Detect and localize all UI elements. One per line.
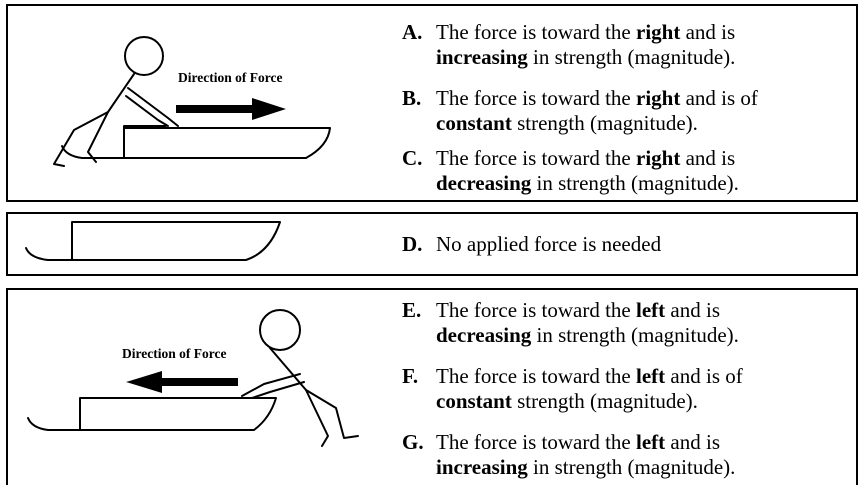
sled-left [27,397,277,431]
person-leg-right [53,111,109,167]
person-body-right [87,73,135,163]
person-head-left [259,309,301,351]
sled-runner-right [61,145,125,159]
sled-right [123,125,331,159]
sled-pushed-left-figure [27,309,359,447]
person-leg-left [305,389,359,439]
panel-no-force: D. No applied force is needed [6,212,858,276]
option-g-letter: G. [402,430,424,454]
panel-force-left: Direction of Force E. The force is towar… [6,288,858,485]
option-d-letter: D. [402,232,423,256]
panel-force-right: Direction of Force A. The force is towar… [6,4,858,202]
sled-empty [25,221,281,261]
person-arms-left [241,373,305,399]
option-e-letter: E. [402,298,422,322]
person-head-right [124,36,164,76]
direction-label-right: Direction of Force [178,70,283,85]
person-arms-right [125,87,179,127]
sled-no-force-figure [25,221,281,261]
option-a-letter: A. [402,20,423,44]
person-body-left [269,347,329,447]
arrow-left-icon [126,371,238,393]
direction-label-left: Direction of Force [122,346,227,361]
sled-pushed-right-figure [53,36,331,167]
option-c-letter: C. [402,146,423,170]
arrow-right-icon [176,98,286,120]
option-f-letter: F. [402,364,419,388]
option-b-letter: B. [402,86,422,110]
